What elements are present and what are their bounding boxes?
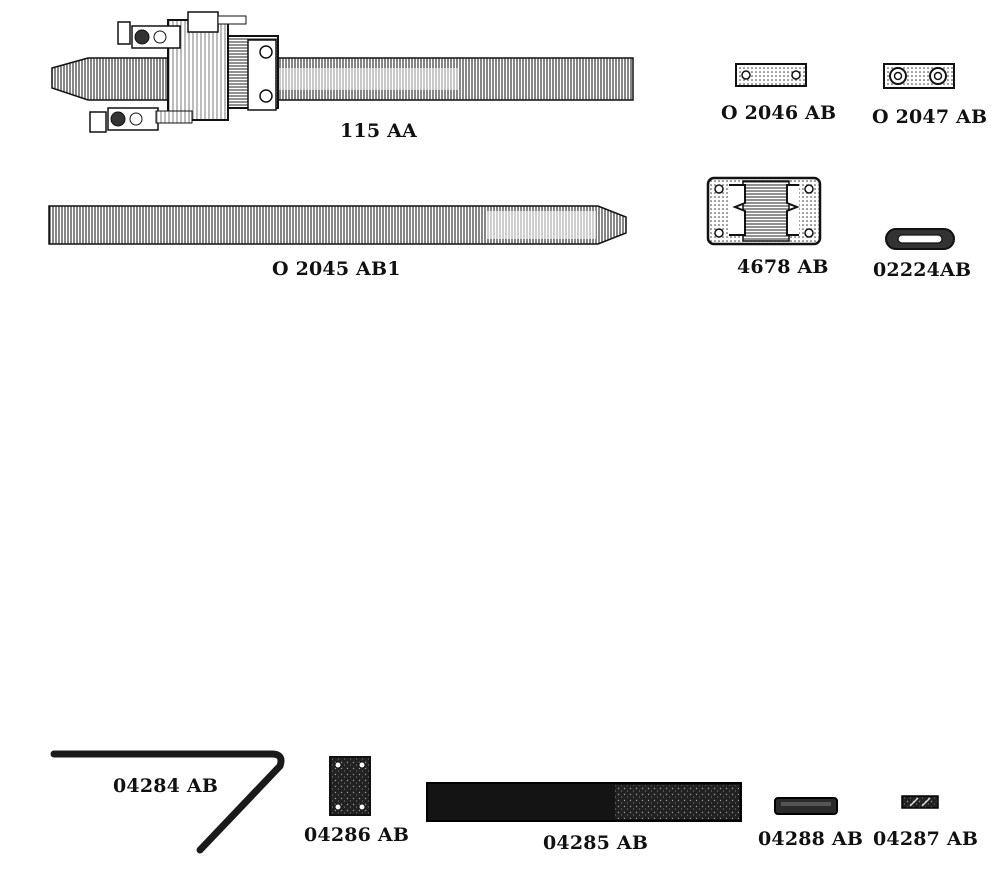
- label-04288ab: 04288 AB: [758, 828, 864, 850]
- part-02224ab-link-drawing: [885, 228, 955, 250]
- part-115aa-clamp-drawing: [51, 11, 634, 133]
- label-04285ab: 04285 AB: [543, 832, 649, 854]
- label-04284ab: 04284 AB: [113, 775, 219, 797]
- label-02224ab: 02224AB: [873, 259, 972, 281]
- part-4678ab-bracket-drawing: [706, 176, 822, 246]
- part-04285ab-bar-drawing: [426, 782, 742, 822]
- part-o2046ab-plate-drawing: [735, 63, 807, 87]
- part-04286ab-plate-drawing: [329, 756, 371, 816]
- label-04287ab: 04287 AB: [873, 828, 979, 850]
- part-o2047ab-plate-drawing: [883, 63, 955, 89]
- label-4678ab: 4678 AB: [737, 256, 829, 278]
- label-115aa: 115 AA: [340, 120, 417, 142]
- part-04284ab-bent-rod-drawing: [50, 750, 285, 854]
- label-04286ab: 04286 AB: [304, 824, 410, 846]
- part-04287ab-piece-drawing: [901, 795, 939, 809]
- label-o2046ab: O 2046 AB: [721, 102, 837, 124]
- label-o2047ab: O 2047 AB: [872, 106, 988, 128]
- label-o2045ab1: O 2045 AB1: [272, 258, 401, 280]
- part-o2045ab1-strap-drawing: [48, 205, 627, 245]
- part-04288ab-bar-drawing: [774, 797, 838, 815]
